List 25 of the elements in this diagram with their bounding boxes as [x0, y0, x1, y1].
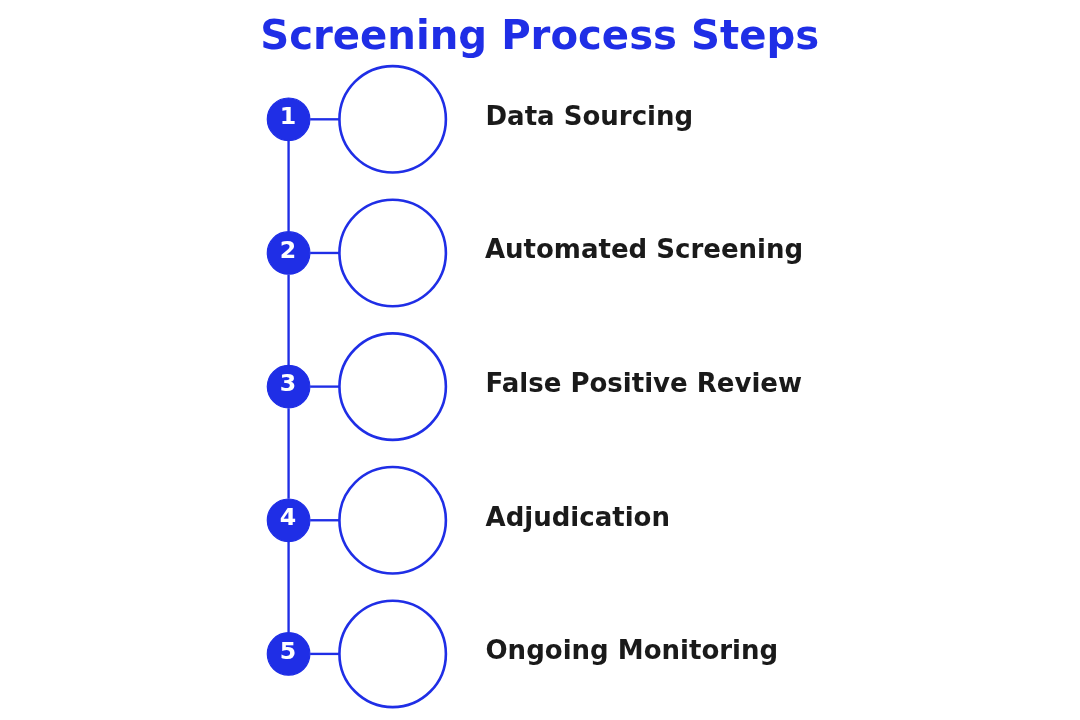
- node-label: Automated Screening: [484, 234, 803, 265]
- node-circle: 3: [266, 364, 310, 409]
- node-circle: [337, 64, 447, 174]
- node-label: Ongoing Monitoring: [485, 635, 778, 666]
- node-label: Data Sourcing: [485, 100, 693, 131]
- connector: [309, 519, 339, 522]
- node-circle: [337, 332, 447, 442]
- node-circle: [337, 599, 447, 709]
- node-circle: [337, 465, 447, 575]
- node-circle: 2: [266, 231, 310, 275]
- node-circle: 1: [266, 97, 310, 142]
- connector: [309, 652, 339, 656]
- node-circle: 5: [266, 632, 310, 676]
- connector: [309, 385, 339, 388]
- node-label: False Positive Review: [485, 368, 802, 399]
- node-label: Adjudication: [485, 501, 670, 532]
- connector: [286, 541, 290, 633]
- node-circle: 4: [266, 498, 310, 543]
- connector: [286, 274, 290, 366]
- connector: [286, 408, 290, 499]
- diagram-title: Screening Process Steps: [259, 11, 819, 58]
- node-circle: [337, 198, 447, 308]
- connector: [286, 141, 290, 232]
- connector: [309, 118, 339, 121]
- connector: [309, 251, 339, 255]
